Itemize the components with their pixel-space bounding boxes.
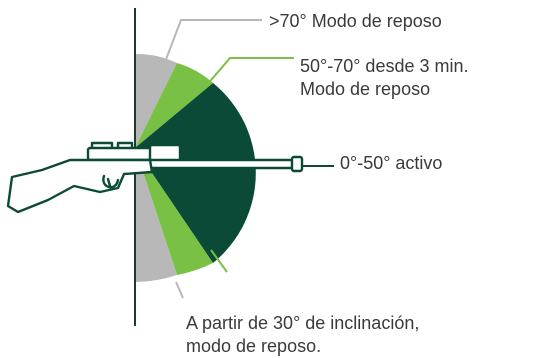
label-tilt-line2: modo de reposo.	[186, 336, 322, 356]
leader-line-rest-high	[161, 19, 262, 71]
sector-lightgreen-top	[135, 63, 213, 148]
label-rest-over-70: >70° Modo de reposo	[269, 10, 442, 33]
label-tilt-line1: A partir de 30° de inclinación,	[186, 313, 420, 333]
label-mid-range: 50°-70° desde 3 min. Modo de reposo	[300, 55, 469, 101]
label-rest-over-70-text: >70° Modo de reposo	[269, 11, 442, 31]
label-active: 0°-50° activo	[340, 152, 442, 175]
sector-grey-bottom	[135, 148, 177, 282]
label-active-text: 0°-50° activo	[340, 153, 443, 173]
sector-lightgreen-bottom	[135, 148, 213, 275]
sector-darkgreen	[135, 83, 256, 263]
sector-grey-top	[135, 53, 177, 148]
label-tilt: A partir de 30° de inclinación, modo de …	[186, 312, 419, 358]
leader-line-tilt	[175, 281, 184, 299]
leader-line-tilt-green	[210, 249, 228, 273]
label-mid-range-line2: Modo de reposo	[300, 79, 431, 99]
leader-line-mid	[205, 57, 294, 87]
rifle-icon	[6, 141, 304, 214]
label-mid-range-line1: 50°-70° desde 3 min.	[300, 56, 469, 76]
